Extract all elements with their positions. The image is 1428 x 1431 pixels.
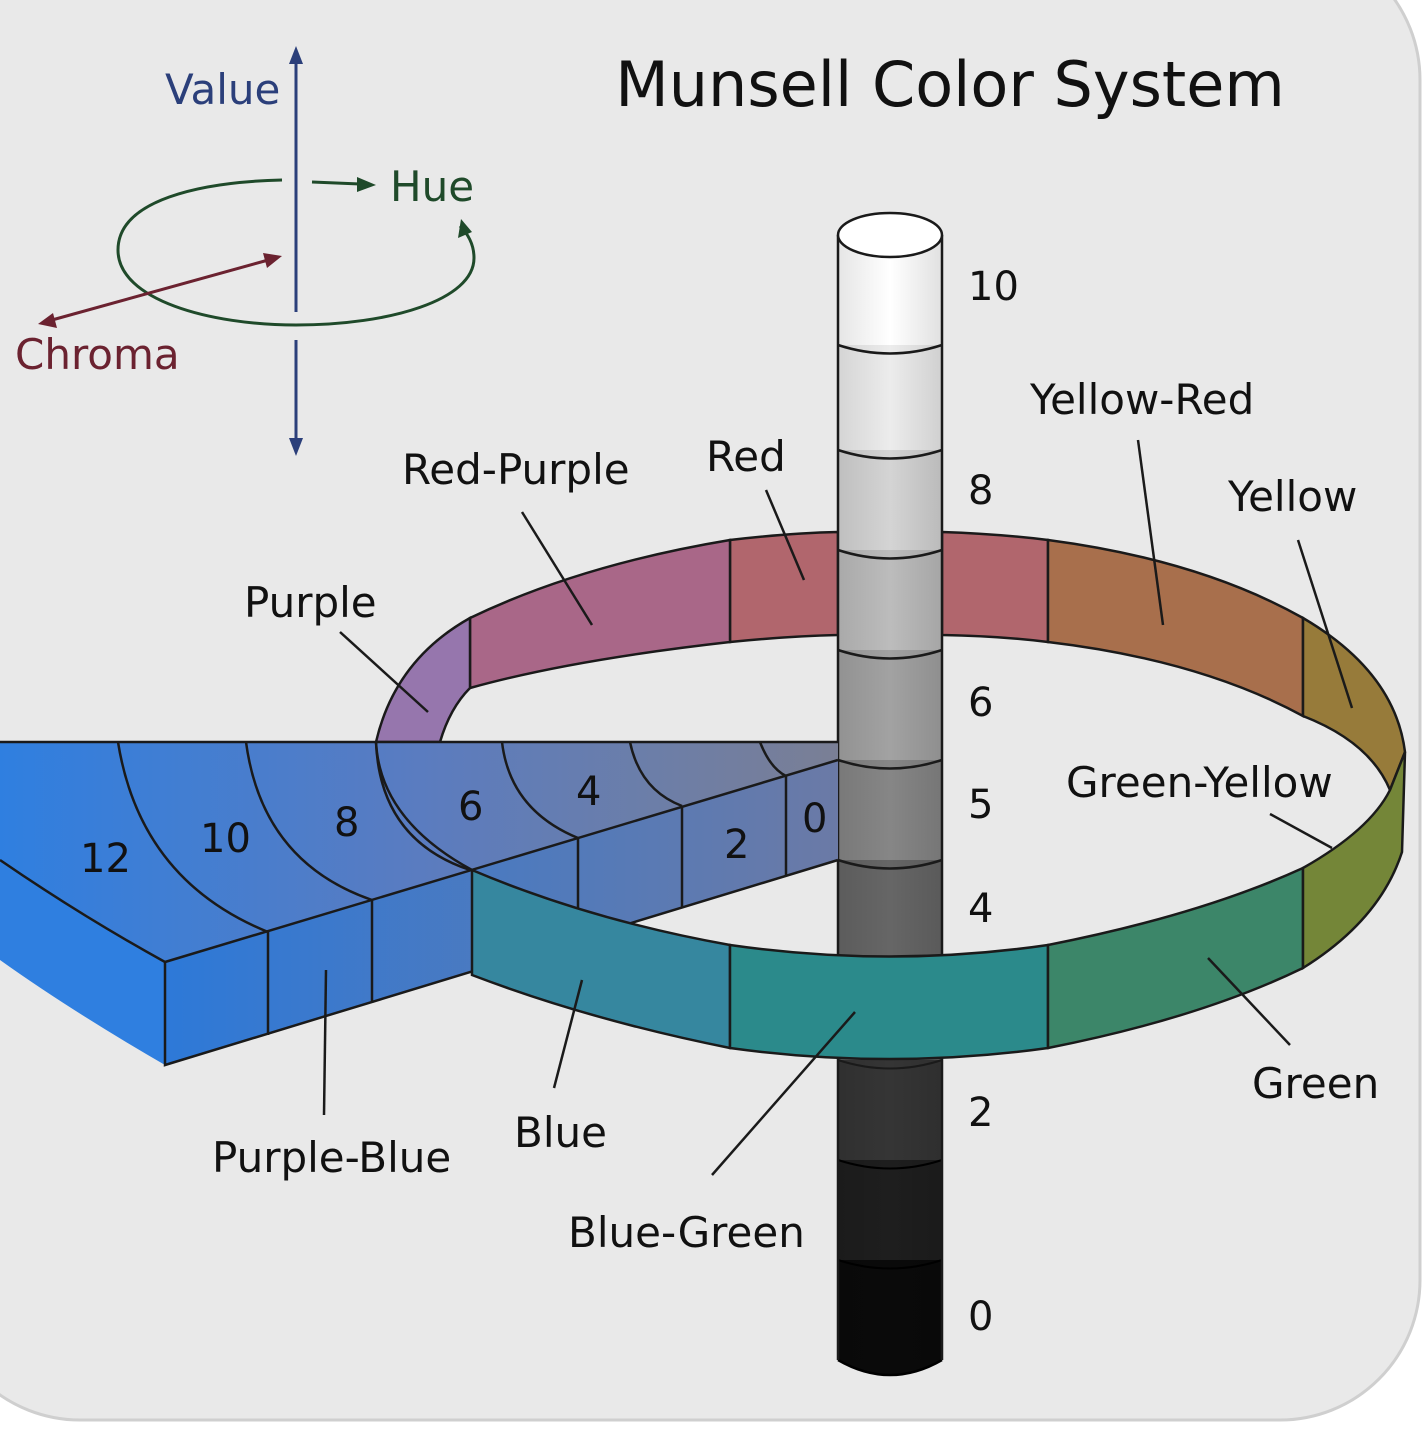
value-tick: 8 xyxy=(968,468,993,514)
chroma-tick: 0 xyxy=(802,796,827,842)
hue-label-red-purple: Red-Purple xyxy=(402,445,630,494)
chroma-tick: 6 xyxy=(458,784,483,830)
hue-label-green-yellow: Green-Yellow xyxy=(1066,758,1333,807)
chroma-tick: 10 xyxy=(200,816,251,862)
hue-label-blue-green: Blue-Green xyxy=(568,1208,805,1257)
hue-label-purple-blue: Purple-Blue xyxy=(212,1133,451,1182)
hue-label-yellow: Yellow xyxy=(1227,472,1357,521)
hue-label-purple: Purple xyxy=(244,578,377,627)
hue-label-yellow-red: Yellow-Red xyxy=(1029,375,1254,424)
hue-labels: Red Red-Purple Purple Yellow-Red Yellow … xyxy=(212,375,1379,1257)
hue-axis-label: Hue xyxy=(390,162,474,211)
value-scale: 10 8 6 5 4 2 0 xyxy=(968,264,1019,1340)
value-tick: 2 xyxy=(968,1090,993,1136)
chroma-scale: 12 10 8 6 4 2 0 xyxy=(80,769,827,882)
chroma-tick: 2 xyxy=(724,822,749,868)
diagram-title: Munsell Color System xyxy=(615,48,1284,121)
value-cylinder xyxy=(836,211,944,1377)
leader-lines xyxy=(322,439,1354,1176)
chroma-tick: 8 xyxy=(334,800,359,846)
value-tick: 5 xyxy=(968,782,993,828)
chroma-tick: 4 xyxy=(576,769,601,815)
hue-ring-front xyxy=(374,741,1407,1061)
value-tick: 4 xyxy=(968,886,993,932)
hue-label-red: Red xyxy=(706,432,786,481)
chroma-axis-label: Chroma xyxy=(15,330,180,379)
hue-label-green: Green xyxy=(1252,1059,1379,1108)
value-tick: 10 xyxy=(968,264,1019,310)
hue-label-blue: Blue xyxy=(514,1108,607,1157)
value-tick: 0 xyxy=(968,1294,993,1340)
value-axis-label: Value xyxy=(165,65,280,114)
hue-ring-back xyxy=(374,530,1407,794)
value-tick: 6 xyxy=(968,680,993,726)
axis-legend: Value Hue Chroma xyxy=(15,46,476,456)
chroma-tick: 12 xyxy=(80,836,131,882)
